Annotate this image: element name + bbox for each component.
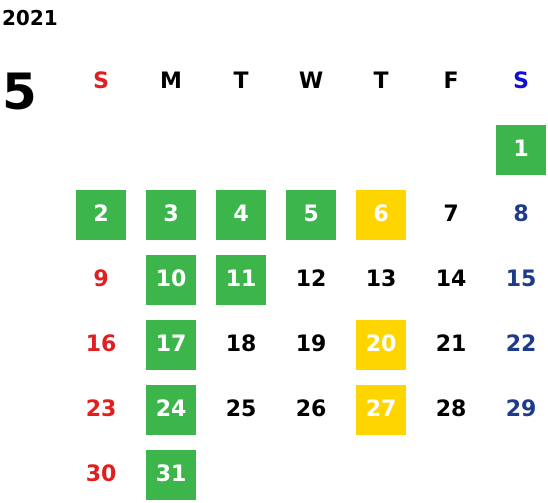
day-cell[interactable]: 27	[356, 385, 406, 435]
day-cell[interactable]: 13	[365, 267, 397, 292]
day-cell[interactable]: 30	[85, 462, 117, 487]
day-cell[interactable]: 31	[146, 450, 196, 500]
day-cell[interactable]: 14	[435, 267, 467, 292]
day-cell[interactable]: 6	[356, 190, 406, 240]
day-cell[interactable]: 26	[295, 397, 327, 422]
day-cell[interactable]: 21	[435, 332, 467, 357]
weekday-sun: S	[93, 69, 109, 94]
day-cell[interactable]: 9	[93, 267, 109, 292]
day-cell[interactable]: 2	[76, 190, 126, 240]
day-cell[interactable]: 11	[216, 255, 266, 305]
day-cell[interactable]: 24	[146, 385, 196, 435]
day-cell[interactable]: 8	[513, 202, 529, 227]
day-cell[interactable]: 25	[225, 397, 257, 422]
day-cell[interactable]: 5	[286, 190, 336, 240]
day-cell[interactable]: 22	[505, 332, 537, 357]
day-cell[interactable]: 23	[85, 397, 117, 422]
day-cell[interactable]: 17	[146, 320, 196, 370]
day-cell[interactable]: 1	[496, 125, 546, 175]
day-cell[interactable]: 7	[443, 202, 459, 227]
weekday-tue: T	[233, 69, 249, 94]
day-cell[interactable]: 29	[505, 397, 537, 422]
day-cell[interactable]: 19	[295, 332, 327, 357]
month-label: 5	[2, 63, 37, 121]
day-cell[interactable]: 20	[356, 320, 406, 370]
day-cell[interactable]: 18	[225, 332, 257, 357]
day-cell[interactable]: 28	[435, 397, 467, 422]
day-cell[interactable]: 4	[216, 190, 266, 240]
day-cell[interactable]: 12	[295, 267, 327, 292]
weekday-fri: F	[443, 69, 459, 94]
weekday-wed: W	[298, 69, 324, 94]
weekday-sat: S	[513, 69, 529, 94]
day-cell[interactable]: 10	[146, 255, 196, 305]
day-cell[interactable]: 16	[85, 332, 117, 357]
day-cell[interactable]: 15	[505, 267, 537, 292]
weekday-mon: M	[160, 69, 182, 94]
day-cell[interactable]: 3	[146, 190, 196, 240]
year-label: 2021	[2, 6, 58, 30]
weekday-thu: T	[373, 69, 389, 94]
